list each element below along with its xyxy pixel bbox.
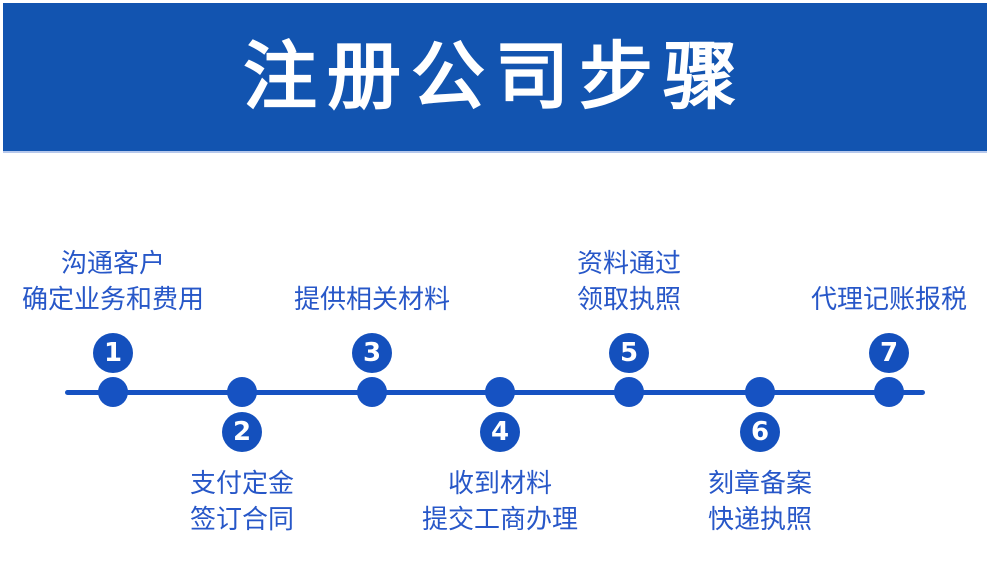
step-1-label-line-1: 沟通客户 <box>60 249 166 279</box>
step-2-label-line-2: 签订合同 <box>189 505 295 535</box>
step-1-label: 沟通客户 确定业务和费用 <box>22 246 204 318</box>
step-6-label-line-2: 快递执照 <box>707 505 813 535</box>
step-5-label-line-1: 资料通过 <box>576 249 682 279</box>
step-6-label: 刻章备案 快递执照 <box>708 466 812 538</box>
step-3-number-badge: 3 <box>352 333 392 373</box>
step-4-dot <box>485 377 515 407</box>
step-6-number-badge: 6 <box>740 412 780 452</box>
step-4-label-line-1: 收到材料 <box>447 469 553 499</box>
step-2-label: 支付定金 签订合同 <box>190 466 294 538</box>
step-7-label-line-1: 代理记账报税 <box>810 285 968 315</box>
step-7-dot <box>874 377 904 407</box>
step-4-label: 收到材料 提交工商办理 <box>422 466 578 538</box>
step-5-label-line-2: 领取执照 <box>576 285 682 315</box>
step-7-number-badge: 7 <box>869 333 909 373</box>
banner: 注册公司步骤 <box>3 3 987 153</box>
step-4-label-line-2: 提交工商办理 <box>421 505 579 535</box>
step-1-dot <box>98 377 128 407</box>
step-2-label-line-1: 支付定金 <box>189 469 295 499</box>
page-title: 注册公司步骤 <box>243 34 747 120</box>
step-4-number-badge: 4 <box>480 412 520 452</box>
step-1-label-line-2: 确定业务和费用 <box>21 285 205 315</box>
step-6-dot <box>745 377 775 407</box>
step-3-label: 提供相关材料 <box>294 282 450 318</box>
step-5-dot <box>614 377 644 407</box>
step-5-label: 资料通过 领取执照 <box>577 246 681 318</box>
step-2-dot <box>227 377 257 407</box>
step-5-number-badge: 5 <box>609 333 649 373</box>
step-3-dot <box>357 377 387 407</box>
step-7-label: 代理记账报税 <box>811 282 967 318</box>
step-3-label-line-1: 提供相关材料 <box>293 285 451 315</box>
step-2-number-badge: 2 <box>222 412 262 452</box>
step-6-label-line-1: 刻章备案 <box>707 469 813 499</box>
step-1-number-badge: 1 <box>93 333 133 373</box>
